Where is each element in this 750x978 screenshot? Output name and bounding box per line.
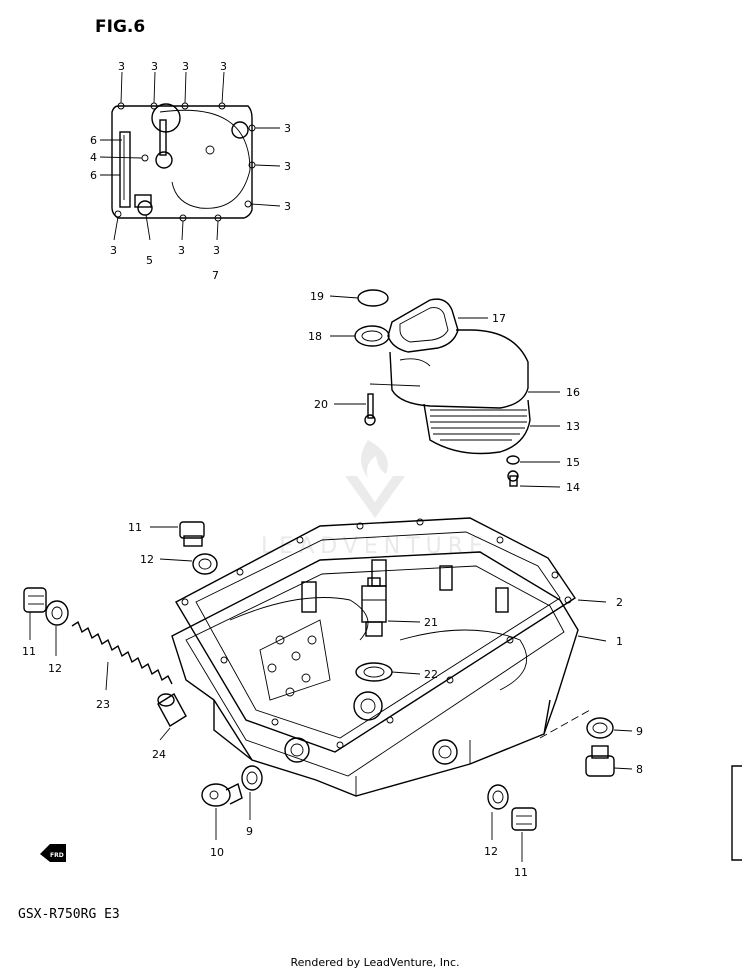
callout-3: 3 (182, 60, 189, 73)
oil-pressure-switch (361, 577, 387, 637)
callout-11: 11 (22, 645, 36, 658)
callout-3: 3 (220, 60, 227, 73)
washer-12-left (45, 600, 69, 626)
callout-12: 12 (484, 845, 498, 858)
callout-3: 3 (284, 200, 291, 213)
spring-23 (71, 620, 173, 685)
oil-pan-gasket (175, 517, 576, 753)
callout-13: 13 (566, 420, 580, 433)
callout-10: 10 (210, 846, 224, 859)
clutch-cover-gasket (111, 102, 256, 222)
callout-12: 12 (48, 662, 62, 675)
washer-12-bottom (487, 784, 509, 810)
callout-16: 16 (566, 386, 580, 399)
callout-3: 3 (284, 122, 291, 135)
footer-credit: Rendered by LeadVenture, Inc. (290, 956, 459, 969)
callout-7: 7 (212, 269, 219, 282)
svg-text:FRD: FRD (50, 852, 64, 859)
figure-title: FIG.6 (95, 17, 145, 37)
watermark-text: LEADVENTURE (261, 534, 489, 559)
callout-6: 6 (90, 169, 97, 182)
plug-11-bottom (511, 807, 537, 831)
washer-12-upper (192, 553, 218, 575)
drain-plug-10 (201, 782, 243, 807)
callout-9: 9 (636, 725, 643, 738)
callout-11: 11 (514, 866, 528, 879)
front-arrow-icon: FRD (40, 844, 66, 862)
callout-12: 12 (140, 553, 154, 566)
callout-24: 24 (152, 748, 166, 761)
page-bracket (731, 765, 742, 861)
callout-14: 14 (566, 481, 580, 494)
callout-18: 18 (308, 330, 322, 343)
oil-pan (171, 551, 579, 797)
callout-3: 3 (284, 160, 291, 173)
callout-2: 2 (616, 596, 623, 609)
plug-11-upper (179, 521, 205, 547)
callout-labels: 3 3 3 3 3 3 3 6 4 6 3 5 3 3 7 19 17 18 1… (22, 60, 643, 879)
plug-8 (585, 745, 615, 777)
callout-3: 3 (118, 60, 125, 73)
callout-20: 20 (314, 398, 328, 411)
callout-8: 8 (636, 763, 643, 776)
callout-3: 3 (151, 60, 158, 73)
callout-5: 5 (146, 254, 153, 267)
callout-11: 11 (128, 521, 142, 534)
gasket-22 (355, 662, 393, 682)
leader-lines-pan (150, 526, 607, 675)
washer-9-bottom (241, 765, 263, 791)
washer-9-right (586, 717, 614, 739)
callout-3: 3 (110, 244, 117, 257)
callout-9: 9 (246, 825, 253, 838)
callout-17: 17 (492, 312, 506, 325)
leader-lines-cover (329, 295, 561, 488)
callout-21: 21 (424, 616, 438, 629)
leader-lines-clutch (99, 71, 281, 241)
callout-4: 4 (90, 151, 97, 164)
callout-1: 1 (616, 635, 623, 648)
callout-3: 3 (213, 244, 220, 257)
callout-3: 3 (178, 244, 185, 257)
callout-23: 23 (96, 698, 110, 711)
callout-19: 19 (310, 290, 324, 303)
watermark-logo (345, 440, 405, 518)
callout-6: 6 (90, 134, 97, 147)
callout-22: 22 (424, 668, 438, 681)
plug-11-left (23, 587, 47, 613)
model-code: GSX-R750RG E3 (18, 907, 120, 922)
callout-15: 15 (566, 456, 580, 469)
plunger-24 (157, 693, 187, 727)
